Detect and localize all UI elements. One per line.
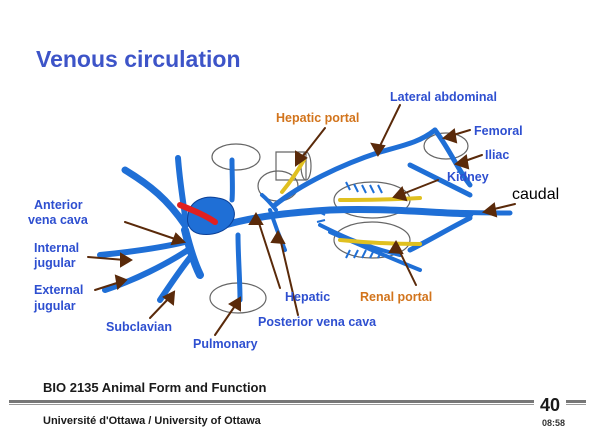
footer-rule-right	[566, 400, 586, 403]
label-anterior-vena-cava-line2: vena cava	[28, 213, 88, 227]
footer-rule-left	[9, 400, 534, 403]
vein-caudal	[420, 212, 510, 213]
label-femoral: Femoral	[474, 124, 523, 138]
label-subclavian: Subclavian	[106, 320, 172, 334]
arrow-kidney	[400, 180, 438, 195]
label-internal-jugular-line2: jugular	[34, 256, 76, 270]
arrow-lateral-abdominal	[378, 105, 400, 150]
vein-hepatic-branch	[262, 195, 276, 210]
arrow-internal-jugular	[88, 257, 125, 260]
university-footer: Université d'Ottawa / University of Otta…	[43, 415, 261, 427]
label-external-jugular-line1: External	[34, 283, 83, 297]
organ-outlines	[210, 133, 468, 313]
label-hepatic-portal: Hepatic portal	[276, 111, 359, 125]
label-pulmonary: Pulmonary	[193, 337, 258, 351]
arrow-anterior-vena-cava	[125, 222, 178, 240]
label-caudal: caudal	[512, 188, 559, 202]
footer-rule-left-thin	[9, 404, 534, 405]
label-kidney: Kidney	[447, 170, 489, 184]
vein-central-trunk	[185, 230, 200, 275]
course-title: BIO 2135 Animal Form and Function	[43, 380, 266, 395]
footer-rule-right-thin	[566, 404, 586, 405]
label-iliac: Iliac	[485, 148, 509, 162]
label-renal-portal: Renal portal	[360, 290, 432, 304]
vein-anterior-left	[125, 170, 185, 225]
label-posterior-vena-cava: Posterior vena cava	[258, 315, 376, 329]
veins	[100, 130, 510, 300]
label-external-jugular-line2: jugular	[34, 299, 76, 313]
arrow-hepatic-portal	[300, 128, 325, 160]
slide-time: 08:58	[542, 418, 565, 428]
portal-veins	[282, 160, 420, 244]
organ-outline-upper-left	[212, 144, 260, 170]
label-lateral-abdominal: Lateral abdominal	[390, 90, 497, 104]
label-anterior-vena-cava-line1: Anterior	[34, 198, 83, 212]
label-hepatic: Hepatic	[285, 290, 330, 304]
vein-pulmonary	[238, 235, 240, 300]
page-number: 40	[540, 395, 560, 416]
arrow-pulmonary	[215, 303, 237, 335]
vein-renal-portal-upper	[340, 198, 420, 200]
slide-title: Venous circulation	[36, 46, 241, 73]
label-internal-jugular-line1: Internal	[34, 241, 79, 255]
